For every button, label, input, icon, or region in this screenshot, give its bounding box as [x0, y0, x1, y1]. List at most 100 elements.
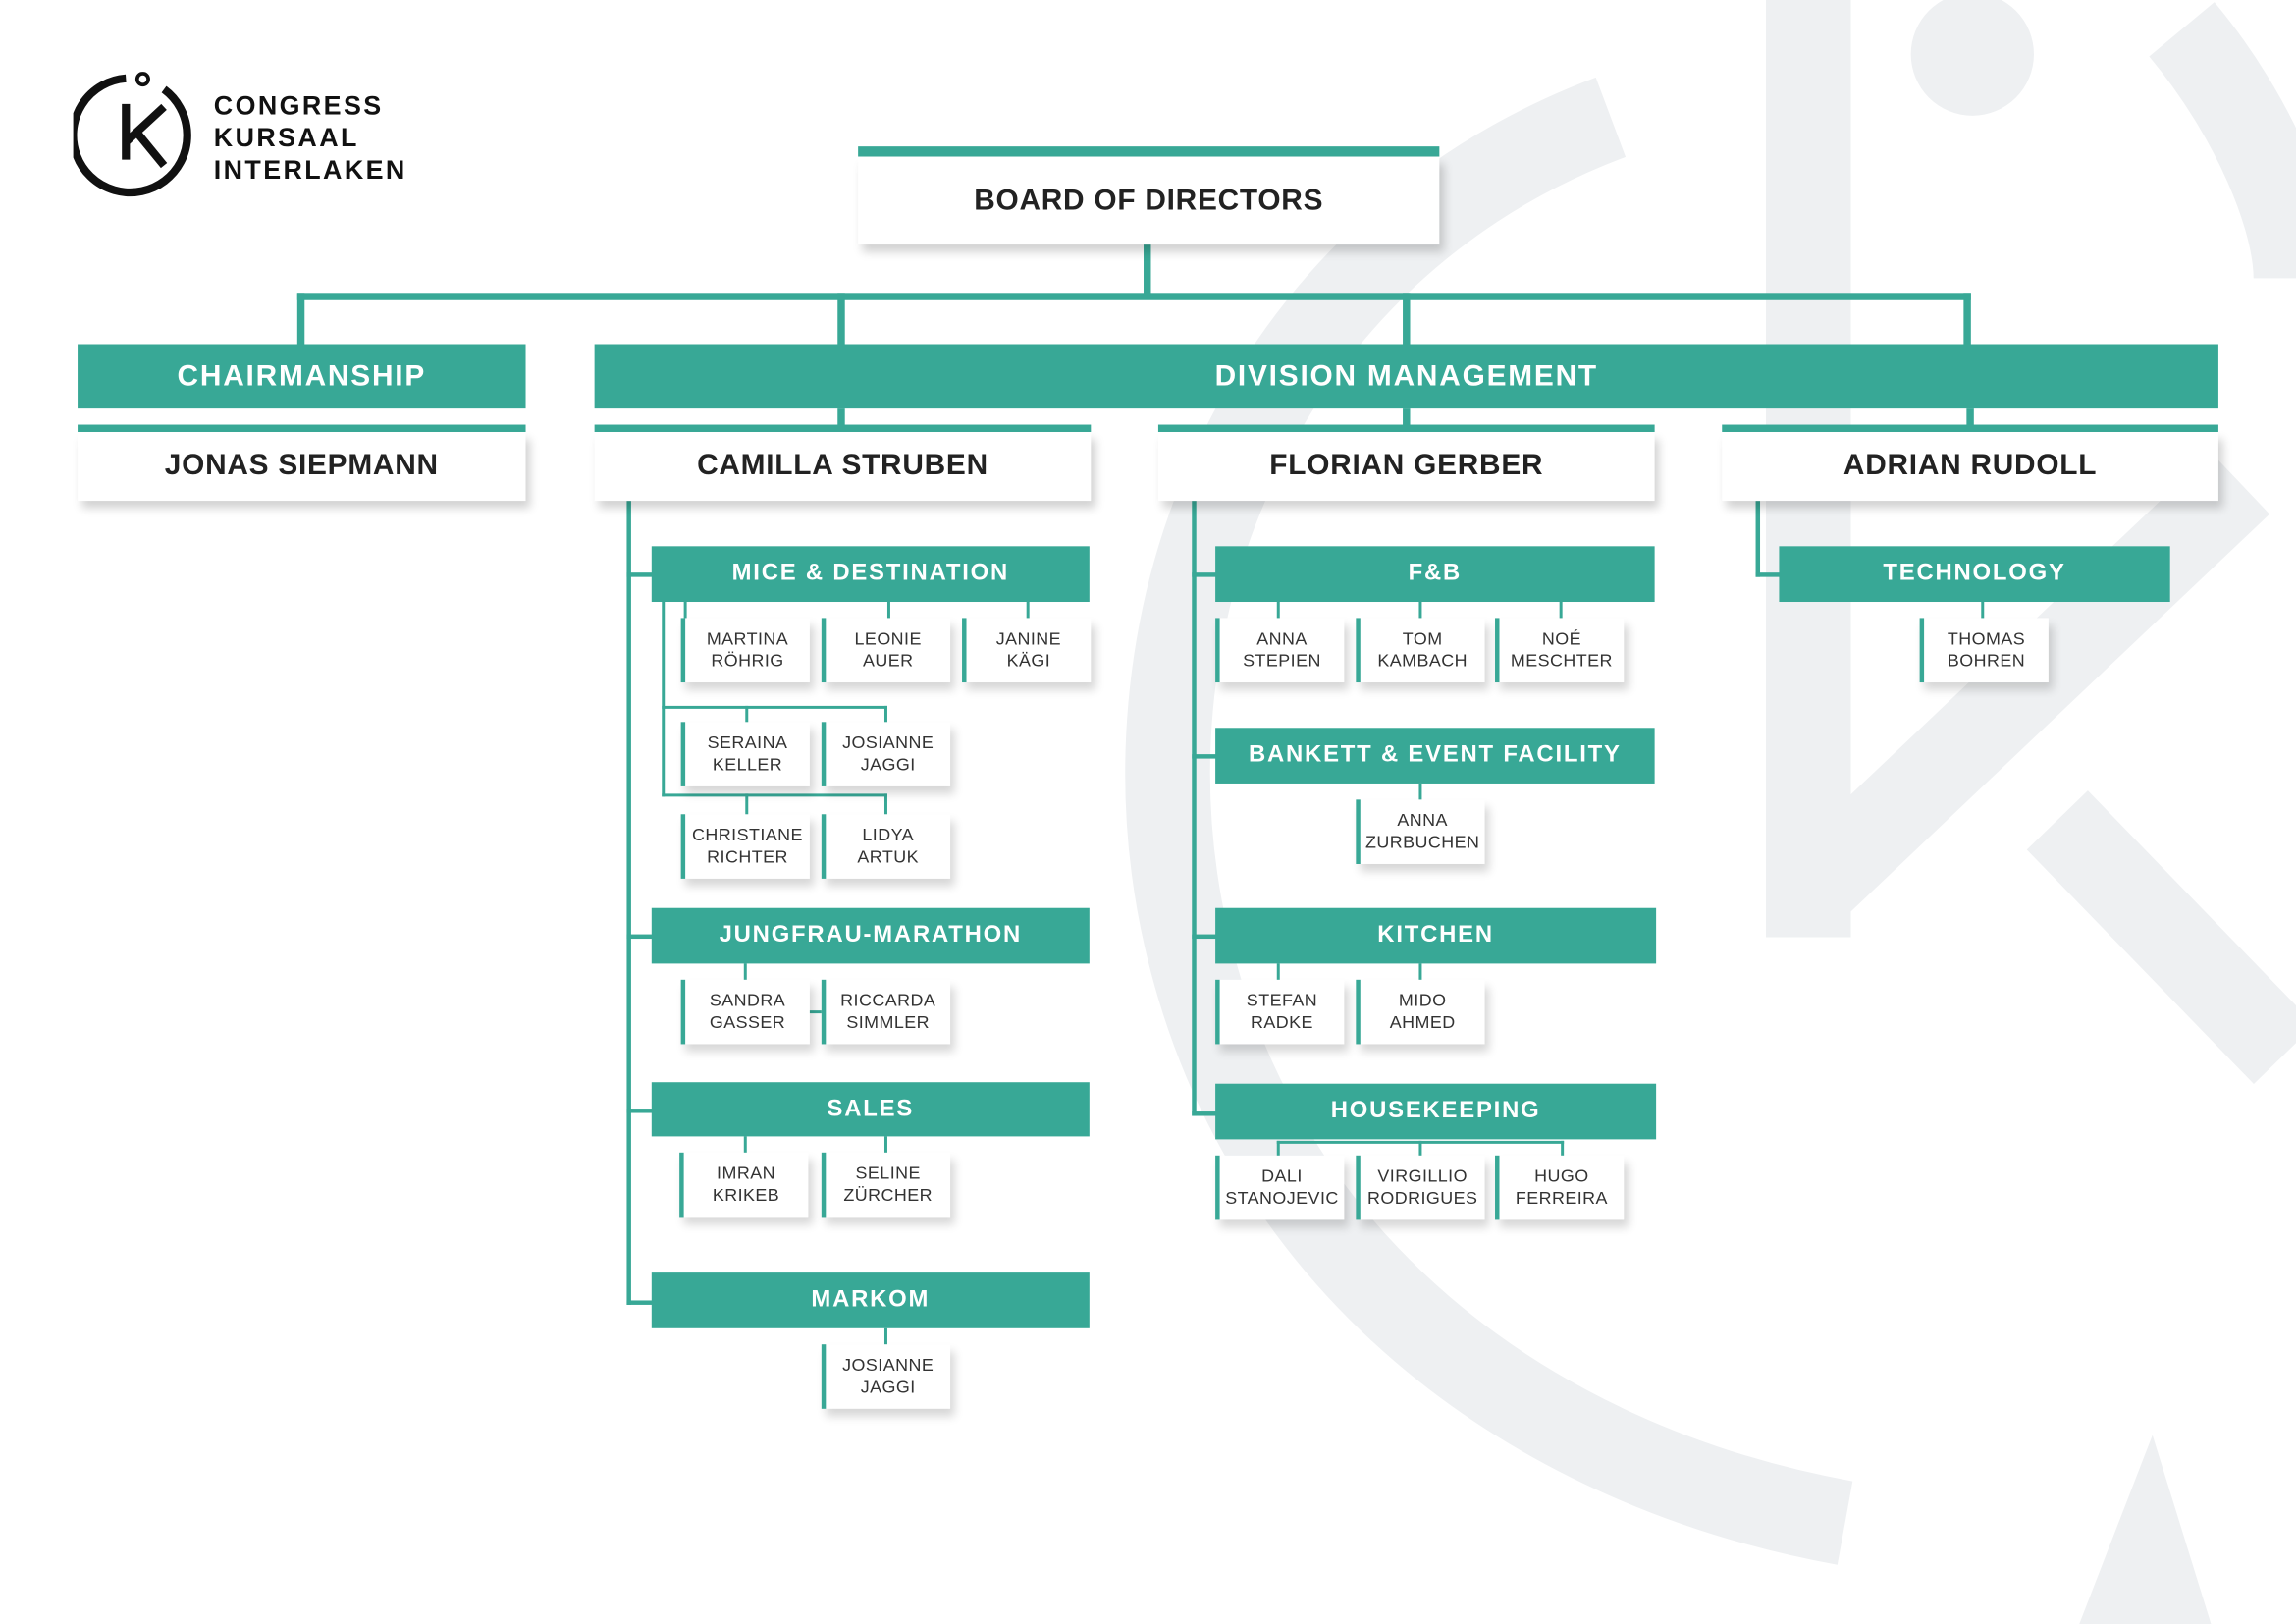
manager-name: ADRIAN RUDOLL — [1842, 449, 2098, 482]
connector — [1403, 293, 1411, 345]
person-first-name: ANNA — [1256, 627, 1308, 649]
connector — [662, 602, 666, 797]
person-first-name: JOSIANNE — [842, 1354, 934, 1376]
person-last-name: KRIKEB — [712, 1184, 780, 1206]
logo-wordmark: CONGRESS KURSAAL INTERLAKEN — [214, 89, 407, 186]
connector — [296, 293, 305, 345]
person-last-name: MESCHTER — [1510, 650, 1613, 672]
person-first-name: DALI — [1261, 1165, 1303, 1187]
person-last-name: RODRIGUES — [1366, 1187, 1478, 1209]
person-last-name: RICHTER — [707, 846, 788, 867]
connector — [858, 146, 1440, 157]
person-last-name: KELLER — [712, 754, 783, 776]
manager-name: FLORIAN GERBER — [1269, 449, 1544, 482]
connector — [837, 408, 845, 427]
person-last-name: KAMBACH — [1377, 650, 1468, 672]
person-card: ANNA STEPIEN — [1215, 618, 1345, 683]
connector — [1403, 408, 1411, 427]
connector — [1192, 1111, 1217, 1116]
department-mice: MICE & DESTINATION — [651, 546, 1090, 603]
logo-line-3: INTERLAKEN — [213, 155, 407, 185]
person-card: NOÉ MESCHTER — [1495, 618, 1625, 683]
connector — [1418, 783, 1422, 803]
person-first-name: SERAINA — [707, 731, 788, 753]
logo-line-2: KURSAAL — [213, 123, 359, 153]
connector — [886, 602, 890, 622]
person-card: SANDRA GASSER — [680, 979, 810, 1045]
person-card: JOSIANNE JAGGI — [821, 1344, 951, 1409]
person-last-name: KÄGI — [1006, 650, 1051, 672]
person-last-name: RADKE — [1251, 1011, 1313, 1033]
person-last-name: FERREIRA — [1515, 1187, 1608, 1209]
connector — [1755, 572, 1781, 577]
connector — [1418, 602, 1422, 622]
connector — [594, 424, 1092, 432]
person-card: SELINE ZÜRCHER — [821, 1152, 951, 1218]
connector — [883, 793, 887, 818]
connector — [1418, 963, 1422, 983]
connector — [626, 501, 631, 1305]
department-label: MARKOM — [811, 1287, 931, 1313]
person-first-name: MARTINA — [706, 627, 789, 649]
connector — [662, 793, 887, 797]
person-card: LEONIE AUER — [821, 618, 951, 683]
department-label: TECHNOLOGY — [1883, 561, 2066, 586]
connector — [1276, 963, 1280, 983]
connector — [745, 793, 749, 818]
person-last-name: ZURBUCHEN — [1364, 832, 1480, 853]
connector — [296, 293, 1971, 300]
person-last-name: JAGGI — [860, 754, 916, 776]
board-of-directors-label: BOARD OF DIRECTORS — [974, 184, 1324, 216]
connector — [883, 1327, 887, 1348]
person-card: THOMAS BOHREN — [1919, 618, 2049, 683]
connector — [1192, 754, 1217, 759]
person-first-name: TOM — [1402, 627, 1443, 649]
connector — [626, 572, 654, 577]
person-card: HUGO FERREIRA — [1495, 1155, 1625, 1220]
connector — [743, 1136, 747, 1156]
person-last-name: AHMED — [1389, 1011, 1456, 1033]
person-last-name: AUER — [862, 650, 914, 672]
board-of-directors-box: BOARD OF DIRECTORS — [858, 156, 1440, 245]
person-first-name: JOSIANNE — [842, 731, 934, 753]
person-card: LIDYA ARTUK — [821, 814, 951, 879]
division-management-label: DIVISION MANAGEMENT — [1214, 359, 1598, 392]
person-first-name: STEFAN — [1246, 990, 1318, 1011]
department-label: MICE & DESTINATION — [731, 561, 1010, 586]
chair-person-name: JONAS SIEPMANN — [164, 449, 439, 482]
manager-name: CAMILLA STRUBEN — [697, 449, 988, 482]
person-last-name: STANOJEVIC — [1225, 1187, 1339, 1209]
connector — [1276, 1140, 1280, 1159]
manager-box-adrian: ADRIAN RUDOLL — [1722, 431, 2218, 502]
department-sales: SALES — [651, 1082, 1090, 1137]
connector — [1144, 244, 1151, 297]
person-last-name: RÖHRIG — [711, 650, 784, 672]
person-last-name: ARTUK — [857, 846, 919, 867]
department-label: F&B — [1408, 561, 1463, 586]
person-first-name: NOÉ — [1541, 627, 1581, 649]
connector — [1561, 1140, 1565, 1159]
chairmanship-label: CHAIRMANSHIP — [177, 359, 427, 392]
connector — [662, 705, 887, 709]
connector — [1418, 1140, 1422, 1159]
person-card: SERAINA KELLER — [680, 722, 810, 786]
person-last-name: JAGGI — [860, 1377, 916, 1397]
connector — [1722, 424, 2218, 432]
connector — [743, 963, 747, 983]
department-label: JUNGFRAU-MARATHON — [719, 922, 1023, 948]
department-housekeeping: HOUSEKEEPING — [1215, 1083, 1657, 1140]
person-card: JANINE KÄGI — [962, 618, 1092, 683]
department-label: KITCHEN — [1377, 922, 1494, 948]
person-card: IMRAN KRIKEB — [679, 1152, 809, 1218]
connector — [1981, 602, 1985, 622]
connector — [1026, 602, 1030, 622]
person-card: STEFAN RADKE — [1215, 979, 1345, 1045]
connector — [1276, 602, 1280, 622]
person-first-name: JANINE — [995, 627, 1062, 649]
person-last-name: STEPIEN — [1243, 650, 1321, 672]
person-card: MARTINA RÖHRIG — [680, 618, 810, 683]
connector — [1192, 572, 1217, 577]
person-last-name: GASSER — [709, 1011, 786, 1033]
person-card: RICCARDA SIMMLER — [821, 979, 951, 1045]
